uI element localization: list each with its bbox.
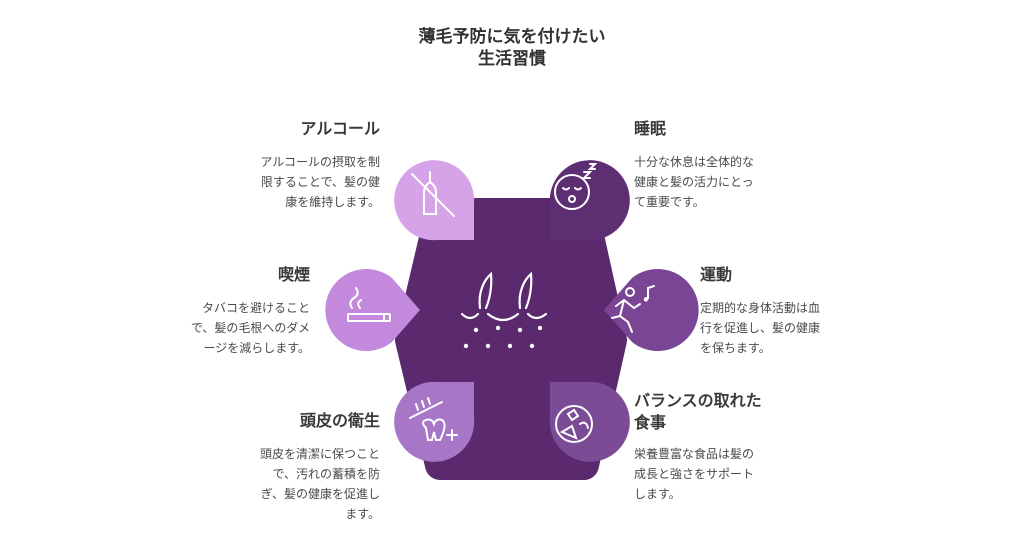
smoking-desc-line: ージを減らします。 [203,341,310,355]
smoking-desc-line: タバコを避けること [201,301,310,315]
exercise-desc-line: 定期的な身体活動は血 [700,301,821,315]
alcohol-description: アルコールの摂取を制 限することで、髪の健 康を維持します。 [200,152,380,212]
title-line-1: 薄毛予防に気を付けたい [418,27,606,47]
sleep-desc-line: て重要です。 [634,195,705,209]
diet-node [549,381,630,462]
sleep-description: 十分な休息は全体的な 健康と髪の活力にとっ て重要です。 [634,152,804,212]
diet-heading-line-1: バランスの取れた [634,391,762,410]
diet-desc-line: します。 [634,487,681,501]
scalp-desc-line: ます。 [345,507,380,521]
alcohol-desc-line: 限することで、髪の健 [260,175,380,189]
no-alcohol-icon [411,171,455,217]
diet-desc-line: 成長と強さをサポート [634,467,755,481]
scalp-desc-line: ぎ、髪の健康を促進し [260,487,380,501]
sleep-desc-line: 十分な休息は全体的な [634,155,755,169]
diagram-title: 薄毛予防に気を付けたい 生活習慣 [362,26,662,70]
sleep-desc-line: 健康と髪の活力にとっ [634,175,754,189]
smoking-node [325,269,420,351]
sleep-heading: 睡眠 [634,119,667,138]
diet-desc-line: 栄養豊富な食品は髪の [634,447,755,461]
scalp-desc-line: で、汚れの蓄積を防 [272,467,380,481]
exercise-description: 定期的な身体活動は血 行を促進し、髪の健康 を保ちます。 [700,298,870,358]
healthy-food-icon [555,405,593,443]
scalp-desc-line: 頭皮を清潔に保つこと [259,447,380,461]
exercise-desc-line: を保ちます。 [700,341,771,355]
hair-follicle-icon [460,271,548,349]
diet-description: 栄養豊富な食品は髪の 成長と強さをサポート します。 [634,444,804,504]
running-person-icon [611,285,655,333]
title-line-2: 生活習慣 [478,49,546,69]
alcohol-desc-line: 康を維持します。 [285,195,380,209]
toothbrush-sparkle-icon [409,397,458,441]
sleep-node [549,160,630,241]
smoking-desc-line: で、髪の毛根へのダメ [190,321,310,335]
scalp-description: 頭皮を清潔に保つこと で、汚れの蓄積を防 ぎ、髪の健康を促進し ます。 [200,444,380,524]
cigarette-icon [347,287,391,322]
smoking-description: タバコを避けること で、髪の毛根へのダメ ージを減らします。 [140,298,310,358]
alcohol-desc-line: アルコールの摂取を制 [260,155,380,169]
sleeping-face-icon [554,163,598,210]
scalp-heading: 頭皮の衛生 [299,411,380,430]
exercise-heading: 運動 [700,265,733,284]
alcohol-heading: アルコール [300,119,380,138]
smoking-heading: 喫煙 [277,265,310,284]
diet-heading: バランスの取れた 食事 [634,390,804,434]
exercise-desc-line: 行を促進し、髪の健康 [700,321,821,335]
diet-heading-line-2: 食事 [634,413,667,432]
alcohol-node [394,160,475,241]
